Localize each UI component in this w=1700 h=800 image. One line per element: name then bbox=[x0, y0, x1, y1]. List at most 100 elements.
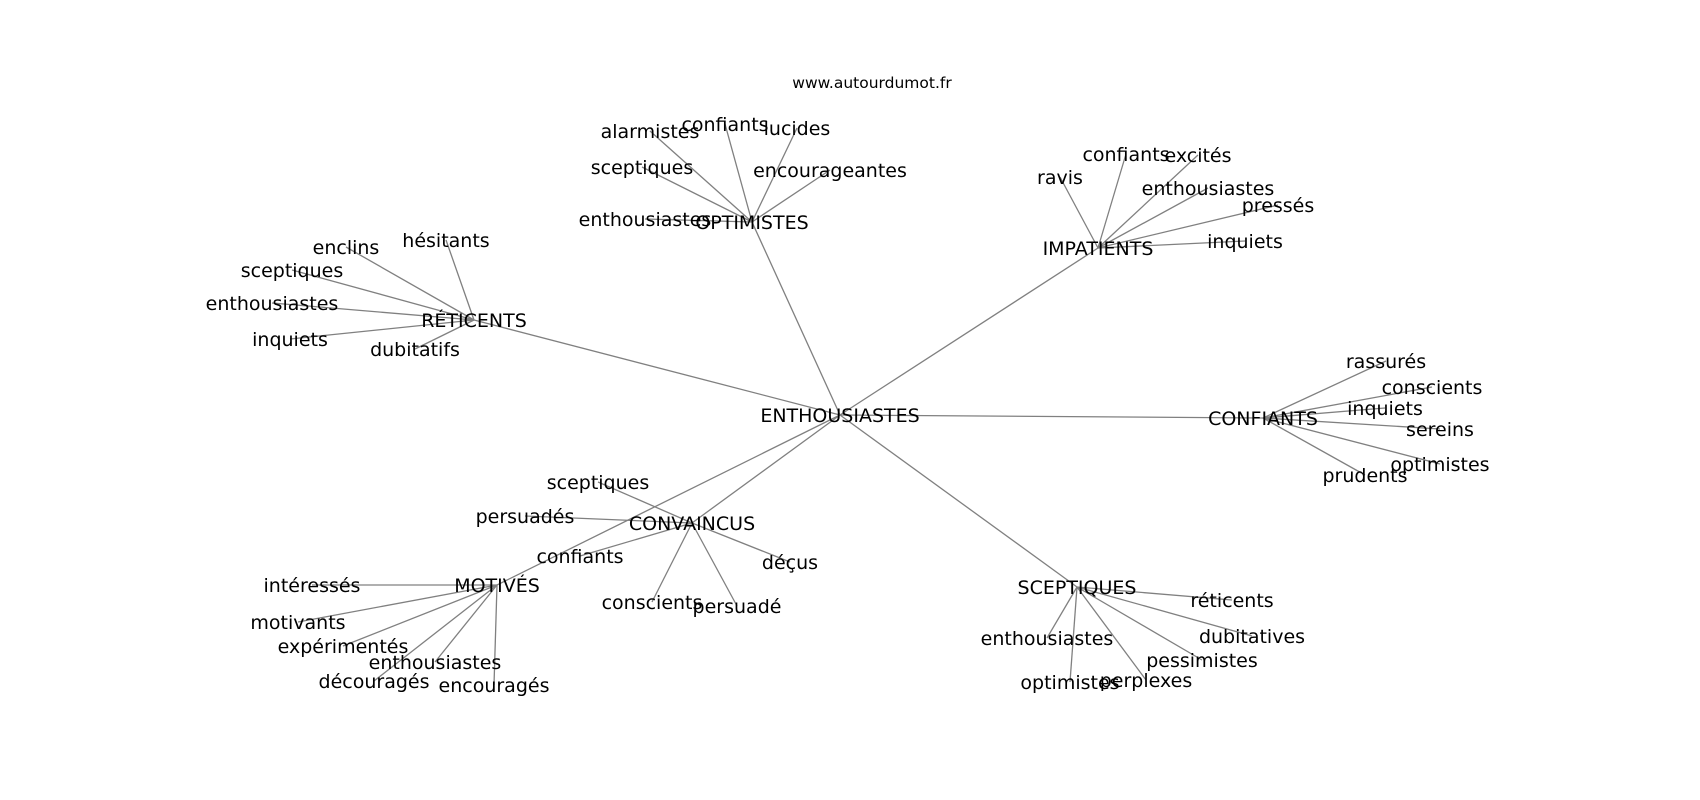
leaf-node-label: alarmistes bbox=[601, 121, 700, 143]
leaf-node-label: réticents bbox=[1190, 590, 1273, 612]
leaf-node-label: excités bbox=[1164, 145, 1231, 167]
edge-hub-convaincus-leaf-4 bbox=[651, 522, 693, 603]
hub-node-label: OPTIMISTES bbox=[695, 212, 808, 234]
edge-hub-motives-leaf-4 bbox=[373, 584, 498, 682]
leaf-node-label: enclins bbox=[313, 237, 380, 259]
leaf-node-label: sereins bbox=[1406, 419, 1474, 441]
edge-hub-reticents-leaf-1 bbox=[445, 239, 475, 321]
edge-hub-confiants-leaf-2 bbox=[1262, 407, 1386, 419]
edge-hub-impatients-leaf-0 bbox=[1097, 153, 1127, 249]
leaf-node-label: encourageantes bbox=[753, 160, 907, 182]
edge-hub-motives-leaf-1 bbox=[297, 584, 498, 623]
edge-hub-impatients-leaf-5 bbox=[1097, 240, 1246, 249]
edge-hub-confiants-leaf-0 bbox=[1262, 360, 1387, 419]
leaf-node-label: conscients bbox=[602, 592, 703, 614]
leaf-node-label: pessimistes bbox=[1146, 650, 1258, 672]
leaf-node-label: intéressés bbox=[264, 575, 361, 597]
leaf-node-label: sceptiques bbox=[591, 157, 694, 179]
leaf-node-label: sceptiques bbox=[241, 260, 344, 282]
edge-hub-optimistes-leaf-5 bbox=[644, 218, 753, 223]
leaf-node-label: ravis bbox=[1037, 167, 1083, 189]
edge-hub-sceptiques-leaf-3 bbox=[1076, 586, 1203, 661]
leaf-node-label: confiants bbox=[536, 546, 623, 568]
edge-hub-convaincus-leaf-5 bbox=[691, 522, 738, 607]
edge-center-hub-confiants bbox=[839, 414, 1264, 419]
hub-node-label: SCEPTIQUES bbox=[1018, 577, 1137, 599]
leaf-node-label: encouragés bbox=[439, 675, 550, 697]
leaf-node-label: expérimentés bbox=[278, 636, 409, 658]
hub-node-label: RÉTICENTS bbox=[421, 309, 527, 332]
edge-hub-sceptiques-leaf-0 bbox=[1076, 586, 1233, 601]
leaf-node-label: découragés bbox=[319, 671, 430, 693]
leaf-node-label: conscients bbox=[1382, 377, 1483, 399]
hub-node-label: MOTIVÉS bbox=[454, 574, 540, 597]
edge-hub-reticents-leaf-0 bbox=[345, 246, 475, 321]
edge-hub-reticents-leaf-3 bbox=[271, 302, 475, 321]
leaf-node-label: confiants bbox=[681, 114, 768, 136]
edge-hub-sceptiques-leaf-5 bbox=[1076, 586, 1147, 681]
edge-center-hub-motives bbox=[496, 414, 841, 586]
edge-hub-confiants-leaf-3 bbox=[1262, 417, 1441, 430]
edge-hub-reticents-leaf-2 bbox=[291, 269, 475, 321]
edge-hub-confiants-leaf-1 bbox=[1262, 386, 1433, 419]
leaf-node-label: persuadé bbox=[693, 596, 782, 618]
leaf-node-label: optimistes bbox=[1390, 454, 1489, 476]
leaf-node-label: confiants bbox=[1082, 144, 1169, 166]
edge-hub-sceptiques-leaf-1 bbox=[1046, 586, 1078, 639]
edge-hub-sceptiques-leaf-2 bbox=[1076, 586, 1253, 637]
hub-node-label: CONVAINCUS bbox=[629, 513, 755, 535]
leaf-node-label: dubitatifs bbox=[370, 339, 460, 361]
leaf-node-label: enthousiastes bbox=[206, 293, 339, 315]
edge-center-hub-sceptiques bbox=[839, 414, 1078, 588]
leaf-node-label: rassurés bbox=[1346, 351, 1426, 373]
leaf-node-label: pressés bbox=[1242, 195, 1315, 217]
leaf-node-label: déçus bbox=[762, 552, 818, 574]
leaf-node-label: lucides bbox=[764, 118, 831, 140]
edge-hub-optimistes-leaf-2 bbox=[751, 127, 798, 223]
leaf-node-label: enthousiastes bbox=[1142, 178, 1275, 200]
leaf-node-label: optimistes bbox=[1020, 672, 1119, 694]
leaf-node-label: motivants bbox=[250, 612, 345, 634]
edge-hub-impatients-leaf-2 bbox=[1059, 176, 1099, 249]
leaf-node-label: enthousiastes bbox=[579, 209, 712, 231]
leaf-node-label: enthousiastes bbox=[981, 628, 1114, 650]
leaf-node-label: prudents bbox=[1322, 465, 1407, 487]
hub-node-label: CONFIANTS bbox=[1208, 408, 1318, 430]
leaf-node-label: dubitatives bbox=[1199, 626, 1305, 648]
edge-center-hub-optimistes bbox=[751, 221, 841, 416]
edge-hub-impatients-leaf-4 bbox=[1097, 204, 1279, 249]
edge-center-hub-convaincus bbox=[691, 414, 841, 524]
edge-hub-sceptiques-leaf-4 bbox=[1069, 586, 1078, 683]
edge-hub-optimistes-leaf-4 bbox=[751, 169, 831, 223]
edge-hub-motives-leaf-5 bbox=[493, 584, 498, 686]
edge-hub-optimistes-leaf-0 bbox=[649, 130, 753, 223]
edge-hub-convaincus-leaf-3 bbox=[691, 522, 791, 563]
edge-hub-confiants-leaf-4 bbox=[1262, 417, 1441, 465]
leaf-node-label: inquiets bbox=[252, 329, 328, 351]
watermark-text: www.autourdumot.fr bbox=[792, 74, 952, 92]
edge-hub-impatients-leaf-1 bbox=[1097, 154, 1199, 249]
leaf-node-label: enthousiastes bbox=[369, 652, 502, 674]
edge-hub-optimistes-leaf-3 bbox=[641, 166, 753, 223]
leaf-node-label: hésitants bbox=[402, 230, 489, 252]
edge-hub-reticents-leaf-4 bbox=[289, 319, 475, 340]
leaf-node-label: inquiets bbox=[1347, 398, 1423, 420]
edges-layer bbox=[271, 123, 1441, 686]
leaf-node-label: perplexes bbox=[1100, 670, 1193, 692]
leaf-node-label: inquiets bbox=[1207, 231, 1283, 253]
edge-hub-confiants-leaf-5 bbox=[1262, 417, 1366, 476]
hub-node-label: IMPATIENTS bbox=[1043, 238, 1154, 260]
edge-hub-motives-leaf-2 bbox=[342, 584, 498, 647]
edge-hub-reticents-leaf-5 bbox=[414, 319, 475, 350]
edge-hub-impatients-leaf-3 bbox=[1097, 187, 1209, 249]
edge-center-hub-reticents bbox=[473, 319, 841, 416]
leaf-node-label: sceptiques bbox=[547, 472, 650, 494]
edge-hub-optimistes-leaf-1 bbox=[724, 123, 753, 223]
edge-hub-motives-leaf-3 bbox=[434, 584, 498, 663]
center-node-label: ENTHOUSIASTES bbox=[760, 405, 919, 427]
edge-hub-convaincus-leaf-0 bbox=[597, 481, 693, 524]
edge-center-hub-impatients bbox=[839, 247, 1099, 416]
